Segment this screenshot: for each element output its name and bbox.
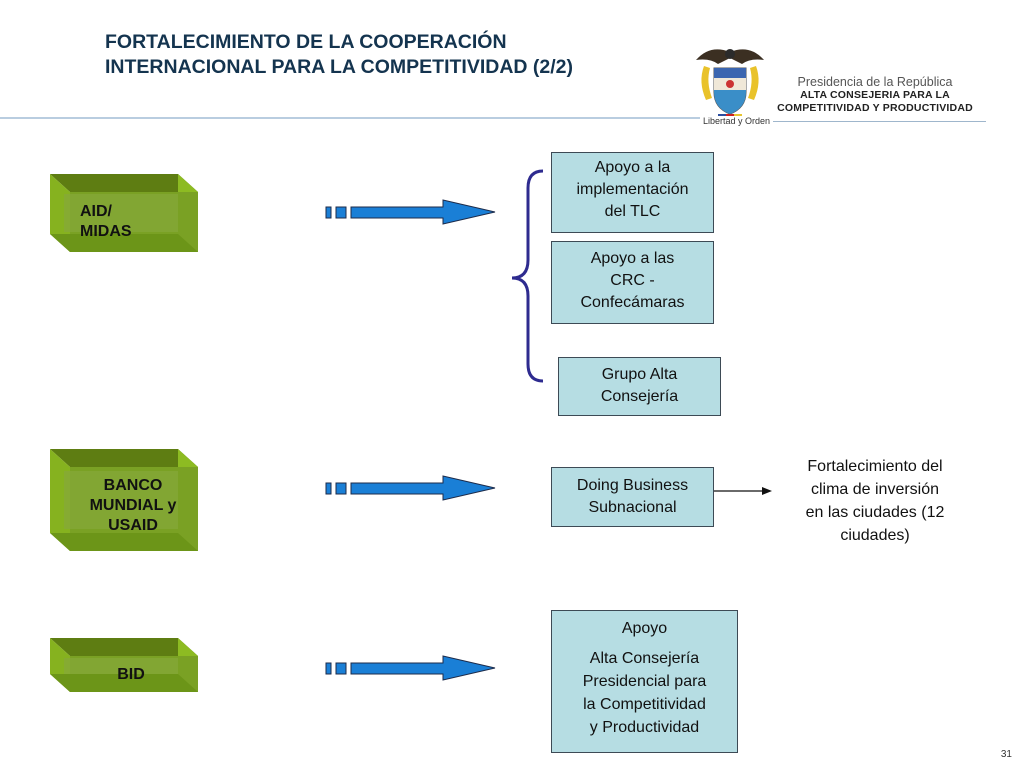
- green-3d-box-shape: [50, 449, 198, 551]
- target-box-tlc: Apoyo a la implementación del TLC: [551, 152, 714, 233]
- org-line-2: ALTA CONSEJERIA PARA LA: [800, 89, 950, 101]
- source-block-bid: BID: [50, 638, 200, 694]
- flow-arrow-1: [325, 199, 496, 225]
- green-3d-box-shape: [50, 174, 198, 252]
- source-label: AID/ MIDAS: [80, 203, 132, 240]
- organization-name: Presidencia de la República ALTA CONSEJE…: [765, 75, 985, 115]
- connector-arrow: [714, 487, 772, 495]
- flow-arrow-2: [325, 475, 496, 501]
- source-label: BID: [117, 666, 145, 683]
- title-line-1: FORTALECIMIENTO DE LA COOPERACIÓN: [105, 31, 507, 53]
- org-line-3: COMPETITIVIDAD Y PRODUCTIVIDAD: [777, 102, 973, 114]
- target-box-doing-business: Doing Business Subnacional: [551, 467, 714, 527]
- title-line-2: INTERNACIONAL PARA LA COMPETITIVIDAD (2/…: [105, 56, 574, 78]
- source-block-banco-mundial: BANCO MUNDIAL y USAID: [50, 449, 200, 553]
- org-line-1: Presidencia de la República: [797, 75, 953, 89]
- curly-brace: [511, 169, 544, 383]
- page-number: 31: [1000, 749, 1012, 760]
- source-block-aid-midas: AID/ MIDAS: [50, 174, 200, 254]
- target-box-grupo: Grupo Alta Consejería: [558, 357, 721, 416]
- green-3d-box-shape: [50, 638, 198, 692]
- target-box-crc: Apoyo a las CRC - Confecámaras: [551, 241, 714, 324]
- motto: Libertad y Orden: [700, 116, 774, 126]
- flow-arrow-3: [325, 655, 496, 681]
- target-box-apoyo-alta-consejeria: Apoyo Alta Consejería Presidencial para …: [551, 610, 738, 753]
- header-divider-right: [760, 121, 986, 122]
- header-divider: [0, 117, 700, 119]
- coat-of-arms-icon: [696, 49, 764, 122]
- slide-title: FORTALECIMIENTO DE LA COOPERACIÓN INTERN…: [105, 30, 573, 80]
- source-label: BANCO MUNDIAL y USAID: [89, 477, 177, 534]
- outcome-note: Fortalecimiento del clima de inversión e…: [805, 458, 945, 544]
